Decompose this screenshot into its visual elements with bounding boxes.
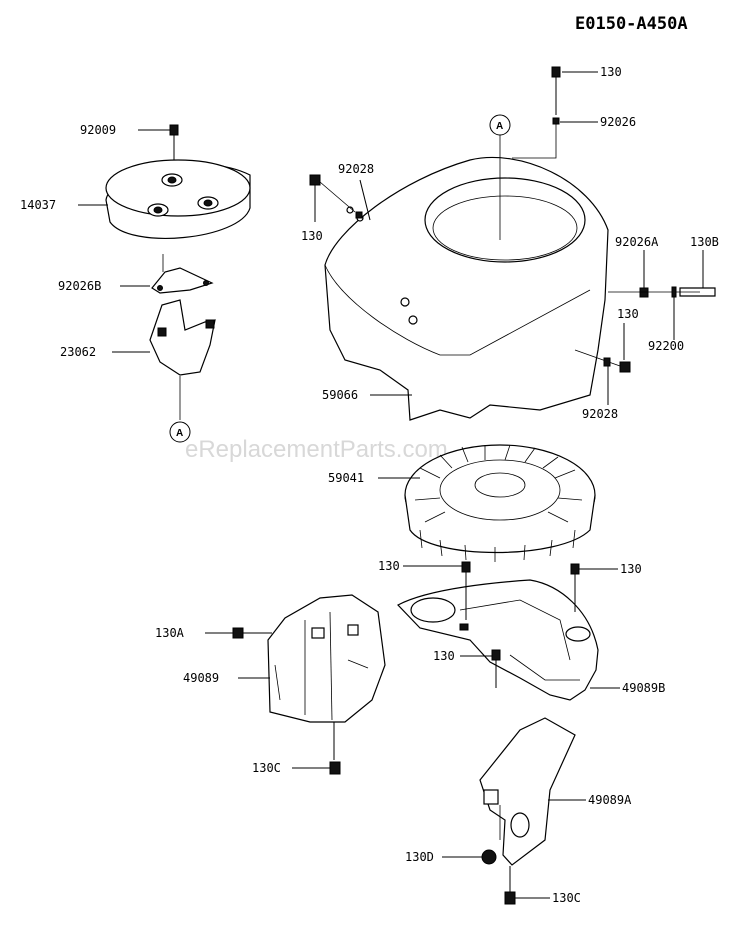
label-130-left: 130 <box>301 229 323 243</box>
pulley-disc-14037[interactable] <box>105 159 251 239</box>
screw-130c-a[interactable] <box>292 722 341 775</box>
svg-text:A: A <box>496 121 503 132</box>
ref-marker-a-top: A <box>489 114 511 136</box>
label-130B: 130B <box>690 235 719 249</box>
label-23062: 23062 <box>60 345 96 359</box>
washer-92028-right[interactable] <box>603 357 611 405</box>
label-92028-left: 92028 <box>338 162 374 176</box>
watermark: eReplacementParts.com <box>185 436 448 463</box>
label-49089: 49089 <box>183 671 219 685</box>
bracket-23062[interactable] <box>149 299 216 376</box>
screw-130-top[interactable] <box>551 66 561 115</box>
diagram-code: E0150-A450A <box>575 14 688 34</box>
screw-130d[interactable] <box>442 849 497 865</box>
svg-text:A: A <box>176 428 183 439</box>
label-49089A: 49089A <box>588 793 632 807</box>
screw-130-mid2[interactable] <box>570 563 618 612</box>
label-130-mid3: 130 <box>433 649 455 663</box>
label-92009: 92009 <box>80 123 116 137</box>
label-92028-right: 92028 <box>582 407 618 421</box>
label-130C-a: 130C <box>252 761 281 775</box>
screw-130-left[interactable] <box>309 174 356 222</box>
screw-130-mid1[interactable] <box>403 561 471 620</box>
label-130-mid1: 130 <box>378 559 400 573</box>
label-130D: 130D <box>405 850 434 864</box>
label-92026B: 92026B <box>58 279 101 293</box>
label-92200: 92200 <box>648 339 684 353</box>
ref-marker-a-left: A <box>169 421 191 443</box>
label-49089B: 49089B <box>622 681 665 695</box>
label-59066: 59066 <box>322 388 358 402</box>
label-59041: 59041 <box>328 471 364 485</box>
label-130C-b: 130C <box>552 891 581 905</box>
label-130-top: 130 <box>600 65 622 79</box>
label-130A: 130A <box>155 626 185 640</box>
shroud-59066[interactable] <box>324 156 609 421</box>
label-130-mid2: 130 <box>620 562 642 576</box>
base-plate-49089b[interactable] <box>397 579 599 701</box>
label-14037: 14037 <box>20 198 56 212</box>
washer-92026-top[interactable] <box>552 117 560 125</box>
fan-59041[interactable] <box>404 444 596 562</box>
screw-130c-b[interactable] <box>504 866 550 905</box>
bolt-130a[interactable] <box>205 627 272 639</box>
pin-92200[interactable] <box>671 286 677 340</box>
washer-92028-left[interactable] <box>355 211 363 219</box>
spacer-92026a[interactable] <box>639 250 649 298</box>
baffle-49089a[interactable] <box>479 717 576 866</box>
screw-130-right[interactable] <box>574 323 631 373</box>
bolt-130b[interactable] <box>679 250 716 297</box>
label-92026A: 92026A <box>615 235 659 249</box>
screw-130-mid3[interactable] <box>460 649 501 688</box>
label-130-right: 130 <box>617 307 639 321</box>
baffle-49089[interactable] <box>267 594 386 723</box>
plate-92026b[interactable] <box>151 254 214 294</box>
label-92026-top: 92026 <box>600 115 636 129</box>
